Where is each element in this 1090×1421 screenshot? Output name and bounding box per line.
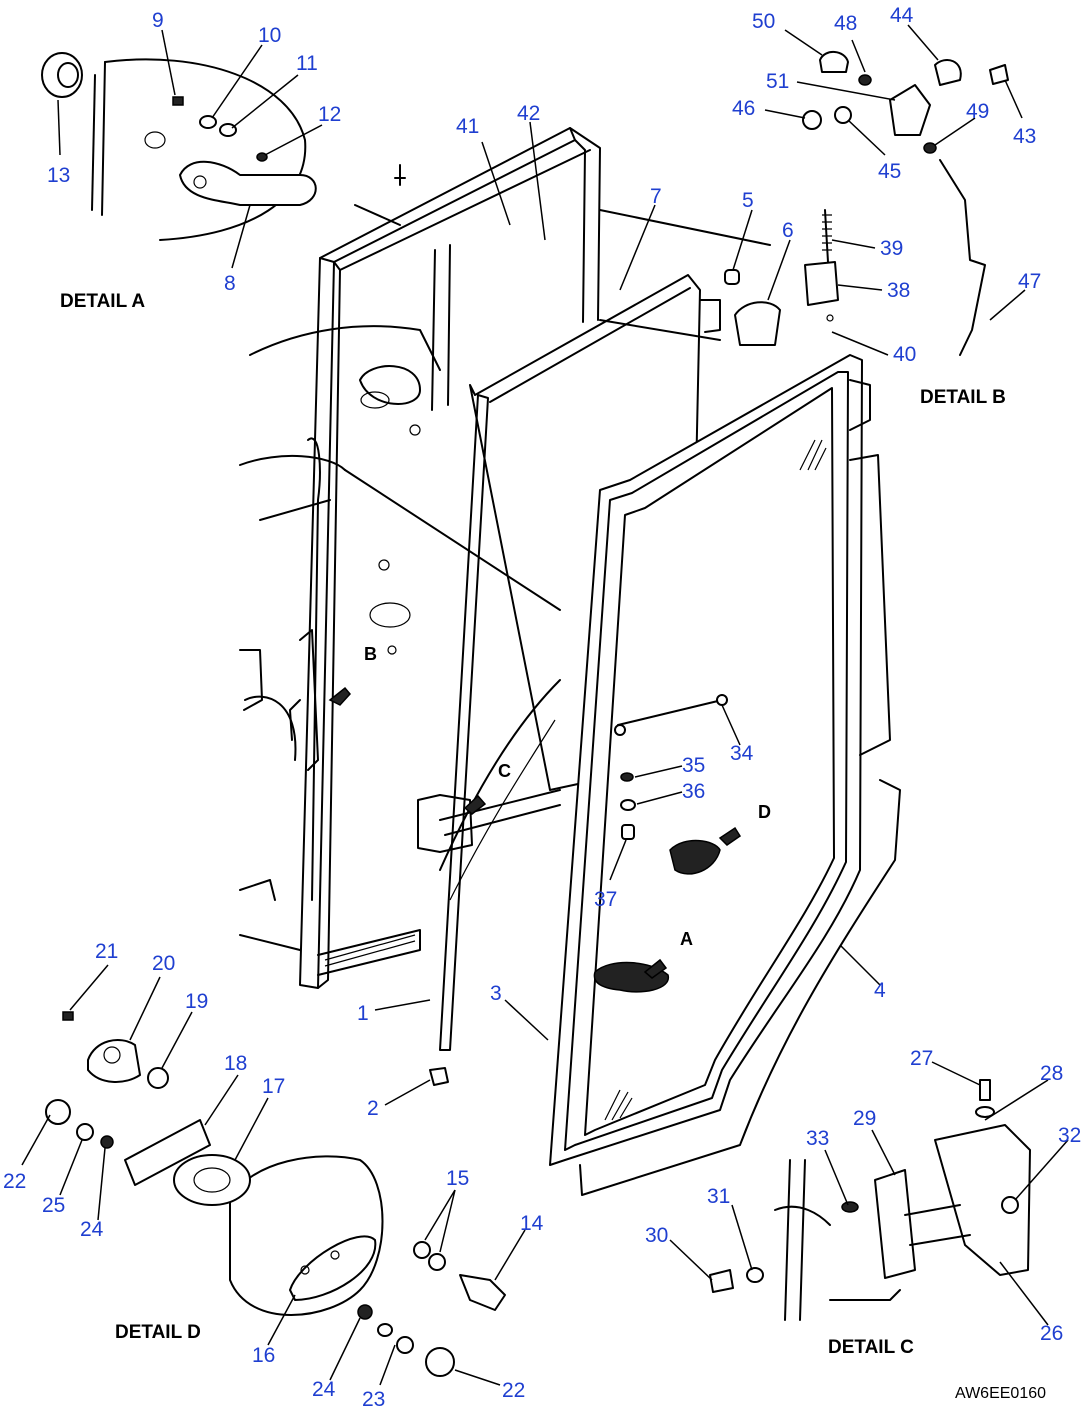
callout: 7 [650,185,662,208]
view-letter-a: A [680,929,693,949]
detail-d-label: DETAIL D [115,1322,201,1343]
callout: 32 [1058,1124,1081,1147]
callout: 39 [880,237,903,260]
callout: 6 [782,219,794,242]
detail-c-assembly [709,1079,1031,1321]
door-glass [429,354,901,1196]
callout: 14 [520,1212,544,1235]
callout: 47 [1018,270,1041,293]
callout-numbers: 9 10 11 12 13 8 41 42 7 5 6 39 38 40 50 … [3,4,1081,1411]
callout: 28 [1040,1062,1063,1085]
callout: 16 [252,1344,275,1367]
callout: 21 [95,940,118,963]
callout: 23 [362,1388,385,1411]
drawing-code: AW6EE0160 [955,1385,1046,1402]
callout: 11 [296,52,318,75]
callout: 10 [258,24,281,47]
detail-b-assembly [699,51,1009,356]
callout: 5 [742,189,754,212]
view-letter-c: C [498,761,511,781]
callout: 2 [367,1097,379,1120]
detail-b-label: DETAIL B [920,387,1006,408]
callout: 15 [446,1167,469,1190]
callout: 18 [224,1052,247,1075]
callout: 33 [806,1127,829,1150]
leader-lines [21,24,1069,1386]
callout: 13 [47,164,70,187]
callout: 43 [1013,125,1036,148]
callout: 20 [152,952,175,975]
callout: 9 [152,9,164,32]
callout: 31 [707,1185,730,1208]
callout: 26 [1040,1322,1063,1345]
callout: 30 [645,1224,668,1247]
callout: 22 [3,1170,26,1193]
callout: 44 [890,4,914,27]
callout: 45 [878,160,901,183]
callout: 29 [853,1107,876,1130]
callout: 25 [42,1194,65,1217]
callout: 1 [357,1002,369,1025]
view-letter-b: B [364,644,377,664]
callout: 42 [517,102,540,125]
view-letter-d: D [758,802,771,822]
callout: 24 [312,1378,336,1401]
detail-a-label: DETAIL A [60,291,145,312]
callout: 38 [887,279,910,302]
callout: 37 [594,888,617,911]
callout: 34 [730,742,754,765]
callout: 4 [874,979,886,1002]
callout: 46 [732,97,755,120]
callout: 35 [682,754,705,777]
callout: 49 [966,100,989,123]
callout: 24 [80,1218,104,1241]
callout: 27 [910,1047,933,1070]
cab-frame [239,127,771,989]
detail-a-assembly [41,52,317,241]
callout: 41 [456,115,479,138]
callout: 40 [893,343,916,366]
callout: 51 [766,70,789,93]
callout: 36 [682,780,705,803]
callout: 19 [185,990,208,1013]
callout: 12 [318,103,341,126]
callout: 8 [224,272,236,295]
callout: 50 [752,10,775,33]
callout: 48 [834,12,857,35]
callout: 17 [262,1075,285,1098]
callout: 3 [490,982,502,1005]
callout: 22 [502,1379,525,1402]
view-arrows [328,686,742,979]
detail-c-label: DETAIL C [828,1337,914,1358]
detail-d-assembly [45,1011,506,1377]
